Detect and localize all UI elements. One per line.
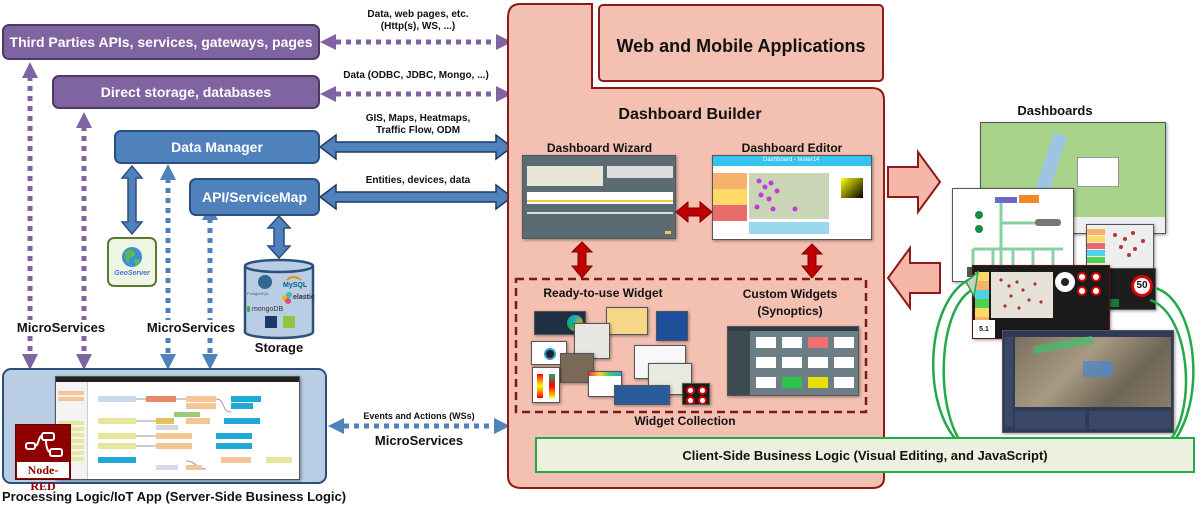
- microservices-label-mid: MicroServices: [144, 320, 238, 335]
- map-pins: [754, 178, 798, 212]
- heatmap-points: [1113, 231, 1145, 257]
- feedback-arrow: [886, 244, 941, 312]
- database-icon: [243, 258, 315, 340]
- datamanager-connector-label: GIS, Maps, Heatmaps, Traffic Flow, ODM: [336, 113, 500, 137]
- speed-limit-sign: 50: [1131, 275, 1153, 297]
- dashboard-heatmap-screenshot[interactable]: [1086, 224, 1154, 270]
- synoptic-tile: [782, 337, 802, 348]
- publish-arrow: [887, 148, 942, 216]
- microservices-purple-connector-1: [22, 62, 38, 370]
- connector-label-line1: Data, web pages, etc.: [367, 9, 469, 20]
- cycle-arrow-head-up: [965, 270, 980, 299]
- gauge-value: 5.1: [973, 320, 995, 338]
- editor-header-title: Dashboard - tester14: [763, 157, 820, 163]
- synoptic-tile: [808, 337, 828, 348]
- nodered-logo: Node-RED: [15, 424, 71, 493]
- dashboard-editor-title: Dashboard Editor: [741, 141, 843, 155]
- widget-thumb: [614, 385, 670, 405]
- dashboard-3d-city-screenshot[interactable]: [1002, 330, 1174, 433]
- synoptic-tile: [808, 377, 828, 388]
- synoptic-tile: [756, 337, 776, 348]
- third-parties-box[interactable]: Third Parties APIs, services, gateways, …: [2, 24, 320, 60]
- client-side-logic-box[interactable]: Client-Side Business Logic (Visual Editi…: [535, 437, 1195, 473]
- datamanager-geoserver-connector: [120, 164, 144, 236]
- microservices-label-left: MicroServices: [6, 320, 116, 335]
- flow-nodes: [58, 391, 292, 470]
- dashboard-builder-title: Dashboard Builder: [618, 106, 762, 123]
- processing-logic-label: Processing Logic/IoT App (Server-Side Bu…: [2, 489, 347, 504]
- synoptic-tile: [782, 357, 802, 368]
- storage-cylinder[interactable]: PostgreSQL MySQL elastic mongoDB: [243, 258, 315, 340]
- dashboard-wizard-screenshot[interactable]: [522, 155, 676, 239]
- microservices-blue-connector-1: [160, 164, 176, 370]
- widget-thumb: [656, 311, 688, 341]
- events-actions-label: Events and Actions (WSs): [363, 411, 475, 421]
- mobility-map-points: [999, 278, 1043, 310]
- synoptic-tile: [834, 357, 854, 368]
- connector-label-line2: Traffic Flow, ODM: [375, 125, 461, 136]
- connector-label-line1: GIS, Maps, Heatmaps,: [365, 113, 471, 124]
- data-manager-box[interactable]: Data Manager: [114, 130, 320, 164]
- connector-label-line2: (Http(s), WS, ...): [380, 21, 456, 32]
- nodered-flow-icon: [25, 432, 63, 457]
- dashboards-title: Dashboards: [1017, 103, 1093, 118]
- synoptic-tile: [756, 357, 776, 368]
- storage-logo-elastic: elastic: [293, 294, 315, 301]
- synoptic-tile: [756, 377, 776, 388]
- direct-storage-connector: [320, 86, 512, 102]
- client-side-logic-label: Client-Side Business Logic (Visual Editi…: [682, 448, 1048, 463]
- direct-storage-label: Direct storage, databases: [100, 84, 272, 100]
- widget-collection-title: Widget Collection: [634, 414, 736, 428]
- synoptic-tile: [834, 377, 854, 388]
- widget-collection-frame: [514, 277, 868, 414]
- direct-storage-connector-label: Data (ODBC, JDBC, Mongo, ...): [343, 70, 489, 81]
- nodered-flow-screenshot: [55, 376, 300, 480]
- synoptic-tile: [782, 377, 802, 388]
- widget-thumb: [606, 307, 648, 335]
- events-actions-connector: [328, 418, 510, 434]
- speed-widgets-thumb: [682, 383, 710, 405]
- storage-logo-mysql: MySQL: [283, 282, 308, 289]
- data-manager-label: Data Manager: [171, 139, 263, 155]
- custom-widgets-title: Custom Widgets (Synoptics): [720, 286, 860, 320]
- api-servicemap-label: API/ServiceMap: [201, 189, 308, 205]
- custom-widgets-line1: Custom Widgets: [742, 287, 838, 301]
- microservices-bottom-label: MicroServices: [374, 433, 464, 448]
- geoserver-label: GeoServer: [114, 270, 150, 277]
- web-mobile-box[interactable]: Web and Mobile Applications: [598, 4, 884, 82]
- third-parties-label: Third Parties APIs, services, gateways, …: [9, 34, 313, 50]
- custom-widgets-line2: (Synoptics): [757, 304, 823, 318]
- editor-widget-arrow: [800, 243, 824, 279]
- api-servicemap-box[interactable]: API/ServiceMap: [189, 178, 320, 216]
- geoserver-box[interactable]: GeoServer: [107, 237, 157, 287]
- globe-icon: [122, 247, 142, 267]
- ready-widget-collage[interactable]: [530, 305, 710, 407]
- custom-widgets-screenshot[interactable]: [727, 326, 859, 396]
- synoptic-tile: [834, 337, 854, 348]
- third-parties-connector-label: Data, web pages, etc. (Http(s), WS, ...): [336, 9, 500, 33]
- servicemap-storage-connector: [266, 214, 292, 260]
- wizard-editor-arrow: [675, 200, 713, 224]
- web-mobile-title: Web and Mobile Applications: [616, 36, 866, 56]
- microservices-purple-connector-2: [76, 112, 92, 370]
- nodered-label: Node-RED: [17, 462, 69, 493]
- dashboard-wizard-title: Dashboard Wizard: [546, 141, 653, 155]
- processing-logic-box[interactable]: Node-RED: [2, 368, 327, 493]
- servicemap-connector-label: Entities, devices, data: [365, 175, 471, 186]
- storage-label: Storage: [254, 340, 304, 355]
- third-parties-connector: [320, 34, 512, 50]
- dashboard-editor-screenshot[interactable]: Dashboard - tester14: [712, 155, 872, 240]
- direct-storage-box[interactable]: Direct storage, databases: [52, 75, 320, 109]
- storage-logo-mongodb: mongoDB: [252, 306, 284, 313]
- widget-thumb: [532, 367, 560, 403]
- ready-widget-title: Ready-to-use Widget: [543, 286, 663, 300]
- dashboard-mobility-screenshot[interactable]: 5.1: [972, 265, 1110, 339]
- storage-logo-postgresql: PostgreSQL: [247, 291, 269, 296]
- synoptic-tile: [808, 357, 828, 368]
